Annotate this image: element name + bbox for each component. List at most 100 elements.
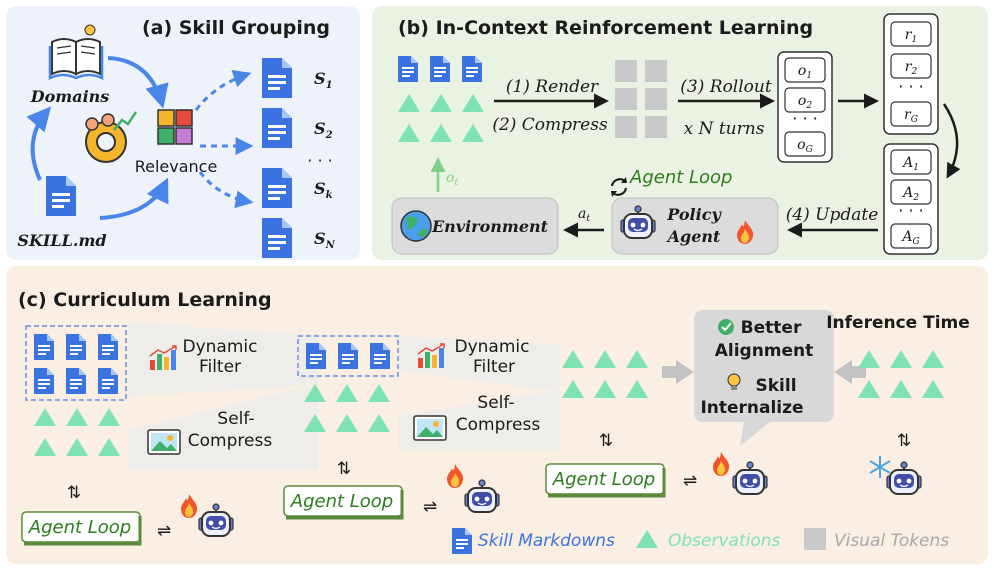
update-label: (4) Update: [786, 205, 879, 225]
legend-skill-markdowns: Skill Markdowns: [478, 531, 615, 551]
o-dots: · · ·: [792, 109, 817, 128]
agent-loop-cycle-icon: [610, 177, 628, 197]
a1-label: A1: [901, 155, 919, 173]
relevance-label: Relevance: [135, 157, 218, 176]
better-label: Better: [741, 318, 802, 338]
stage-1-agent-loop-tag: Agent Loop: [21, 511, 142, 546]
panel-b-title: (b) In-Context Reinforcement Learning: [398, 17, 813, 39]
inference-stage: Inference Time ⇅: [826, 313, 970, 495]
s1-label: S1: [314, 69, 333, 91]
dashed-arrow-sk: [198, 171, 254, 209]
stage-2: Dynamic Filter Self- Compress ⇅ Agent Lo…: [283, 335, 560, 520]
skill-set-s2: S2: [262, 108, 333, 148]
stage-2-swap-symbol: ⇌: [423, 497, 437, 517]
skill-set-sn: SN: [262, 218, 336, 258]
check-icon: [718, 319, 734, 335]
stage-3-agent-loop-label: Agent Loop: [552, 469, 655, 490]
stage-2-agent-loop-tag: Agent Loop: [283, 485, 404, 520]
reward-column: r1 r2 · · · rG: [883, 13, 939, 135]
panel-b-background: [372, 6, 988, 260]
globe-icon: [400, 210, 432, 242]
s2-label: S2: [314, 119, 333, 141]
dashed-arrow-s1: [194, 70, 252, 111]
r-dots: · · ·: [898, 77, 923, 96]
skill-set-sk: Sk: [262, 168, 333, 208]
stage-2-agent-loop-label: Agent Loop: [290, 491, 393, 512]
a2-label: A2: [901, 185, 919, 203]
rg-label: rG: [904, 107, 918, 125]
internalize-label: Internalize: [700, 398, 803, 418]
puzzle-icon: [157, 109, 193, 145]
book-icon: [48, 24, 104, 80]
arrow-domains-to-relevance: [107, 56, 169, 109]
observation-label: ot: [446, 170, 458, 188]
alignment-label: Alignment: [715, 341, 814, 361]
arrow-rewards-to-advantages: [942, 103, 961, 179]
agent-loop-label: Agent Loop: [629, 167, 732, 188]
legend-observations: Observations: [668, 531, 781, 551]
panel-c-title: (c) Curriculum Learning: [18, 289, 272, 311]
rollout-outputs-column: o1 o2 · · · oG: [777, 51, 833, 163]
o2-label: o2: [798, 93, 812, 111]
dynamic-filter-label-1: Dynamic: [183, 337, 258, 357]
stage-1-swap-symbol: ⇌: [157, 521, 171, 541]
arrow-skill-to-relevance: [99, 177, 169, 220]
visual-token-grid: [615, 60, 667, 138]
arrow-skill-to-domains: [26, 106, 52, 181]
self-compress-label-2: Compress: [188, 431, 273, 451]
sk-document-icon: [262, 168, 292, 208]
stage-1: Dynamic Filter Self- Compress ⇅ Agent Lo…: [21, 322, 318, 546]
inference-updown-symbol: ⇅: [897, 431, 911, 451]
stage-1-updown-symbol: ⇅: [67, 483, 81, 503]
r1-label: r1: [905, 27, 917, 45]
policy-agent-box: Policy Agent: [611, 197, 779, 255]
turns-label: x N turns: [684, 119, 765, 139]
stage-1-skill-box: [25, 325, 127, 401]
legend-visual-tokens: Visual Tokens: [834, 531, 949, 551]
skill-set-s1: S1: [262, 58, 333, 98]
r2-label: r2: [905, 59, 918, 77]
stage-3-swap-symbol: ⇌: [683, 471, 697, 491]
policy-label: Policy: [666, 205, 722, 224]
stage-2-skill-box: [297, 335, 399, 377]
inference-time-label: Inference Time: [826, 313, 970, 333]
environment-box: Environment: [391, 197, 559, 255]
legend: Skill Markdowns Observations Visual Toke…: [452, 528, 949, 554]
lightbulb-icon: [727, 373, 741, 390]
advantage-column: A1 A2 · · · AG: [883, 143, 939, 255]
stage-2-filter-beam: [398, 336, 560, 392]
agent-label: Agent: [666, 227, 721, 246]
environment-label: Environment: [431, 217, 549, 236]
skill-md-document-icon: [46, 176, 76, 216]
sk-label: Sk: [314, 179, 333, 201]
panel-skill-grouping: (a) Skill Grouping Domains: [6, 6, 360, 260]
dynamic-filter-label-2: Filter: [473, 357, 515, 377]
stage-1-filter-beam: [128, 322, 318, 396]
sn-document-icon: [262, 218, 292, 258]
stage-1-agent-loop-label: Agent Loop: [28, 517, 131, 538]
stage-3-updown-symbol: ⇅: [599, 431, 613, 451]
dynamic-filter-label-1: Dynamic: [455, 337, 530, 357]
skill-label: Skill: [755, 376, 796, 396]
skill-ellipsis: · · ·: [307, 151, 332, 170]
rollout-label: (3) Rollout: [680, 77, 772, 97]
s1-document-icon: [262, 58, 292, 98]
sn-label: SN: [314, 229, 336, 251]
stage-3-agent-loop-tag: Agent Loop: [545, 463, 666, 498]
action-label: at: [578, 206, 590, 224]
legend-visual-token-icon: [804, 528, 826, 550]
self-compress-label-1: Self-: [217, 409, 254, 429]
self-compress-label-2: Compress: [456, 415, 541, 435]
s2-document-icon: [262, 108, 292, 148]
a-dots: · · ·: [898, 201, 923, 220]
panel-in-context-rl: (b) In-Context Reinforcement Learning (1…: [372, 6, 988, 260]
domains-label: Domains: [30, 87, 110, 106]
self-compress-picture-icon: [147, 429, 181, 455]
stage-2-updown-symbol: ⇅: [337, 459, 351, 479]
team-gear-icon: [85, 111, 138, 163]
self-compress-label-1: Self-: [477, 393, 514, 413]
ag-label: AG: [900, 229, 919, 247]
skill-md-label: SKILL.md: [17, 231, 106, 250]
panel-a-title: (a) Skill Grouping: [142, 17, 330, 39]
